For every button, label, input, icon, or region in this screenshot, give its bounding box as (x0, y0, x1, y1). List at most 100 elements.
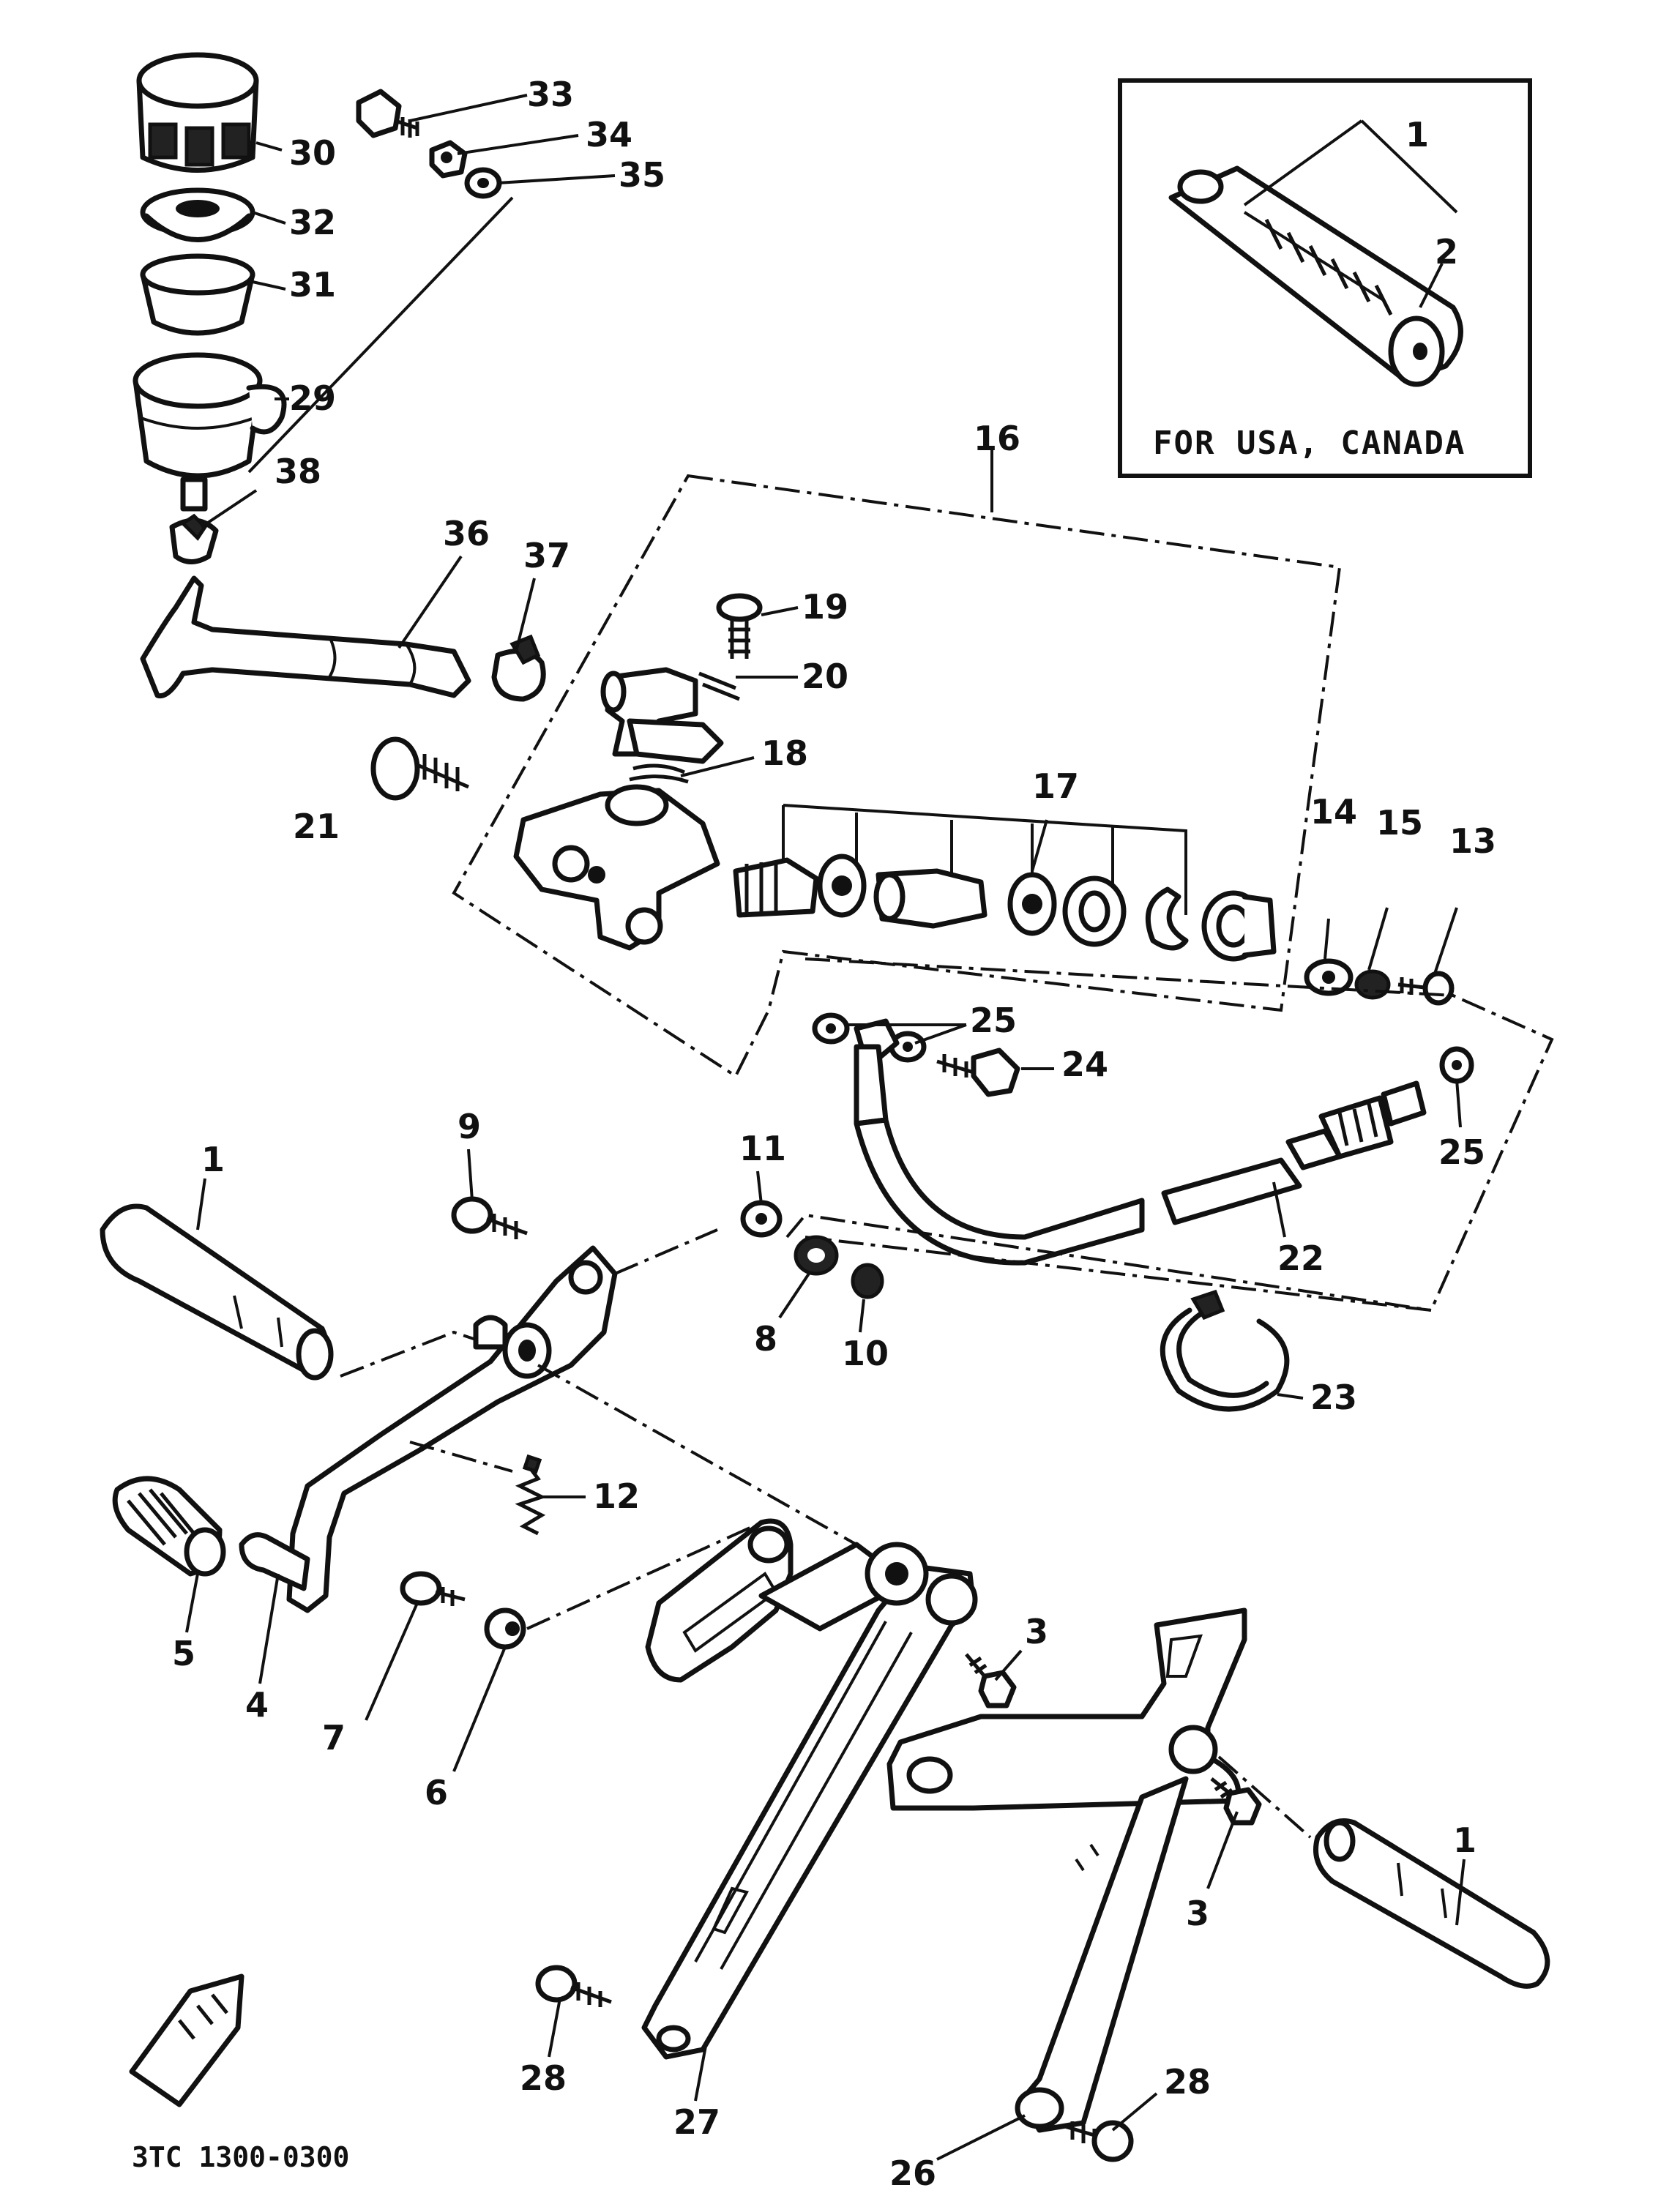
bolt-9 (451, 1196, 528, 1239)
callout-25-right: 25 (1438, 1132, 1485, 1172)
callout-1-right: 1 (1453, 1820, 1476, 1860)
callout-30: 30 (289, 133, 336, 173)
reservoir-cap (136, 52, 259, 173)
leader-bracket-a (340, 1330, 477, 1378)
leader-collar-frame (785, 1213, 1432, 1312)
dust-boot-14 (1304, 958, 1354, 996)
spring-12 (515, 1454, 547, 1536)
callout-35: 35 (619, 155, 665, 195)
callout-28-left: 28 (520, 2058, 567, 2098)
callout-9: 9 (458, 1107, 481, 1146)
screw-19 (716, 593, 763, 659)
callout-4: 4 (245, 1685, 269, 1725)
callout-22: 22 (1277, 1239, 1324, 1278)
callout-15: 15 (1376, 803, 1423, 843)
callout-13: 13 (1449, 821, 1496, 861)
callout-27: 27 (673, 2102, 720, 2142)
hose-clip-37 (491, 634, 546, 702)
callout-5: 5 (172, 1634, 195, 1673)
leader-bracket-d (409, 1441, 513, 1473)
diaphragm-plate (140, 187, 255, 242)
union-bolt-24 (936, 1047, 1020, 1097)
bolt-33 (356, 89, 419, 138)
arm-27-rod (641, 1564, 978, 2060)
collar-6 (484, 1607, 526, 1650)
footpeg-left (100, 1203, 334, 1381)
callout-21: 21 (293, 807, 340, 846)
callout-20: 20 (802, 657, 848, 696)
main-bracket (286, 1245, 618, 1613)
callout-18: 18 (761, 733, 808, 773)
callout-19: 19 (802, 587, 848, 627)
fwd-arrow-icon (129, 1973, 244, 2107)
callout-28-right: 28 (1164, 2062, 1211, 2102)
diagram-code: 3TC 1300-0300 (132, 2141, 349, 2173)
leader-bracket-c (537, 1364, 857, 1546)
nut-34 (429, 140, 468, 179)
bolt-28-right (1064, 2120, 1134, 2162)
reservoir-tank (132, 352, 287, 512)
callout-10: 10 (842, 1334, 889, 1373)
master-cylinder-body (513, 784, 720, 951)
reservoir-hose (140, 575, 471, 699)
callout-11: 11 (739, 1129, 786, 1168)
callout-33: 33 (527, 75, 574, 114)
assembly-16-outline (452, 474, 1342, 1078)
inset-footpeg-drawing (1168, 165, 1463, 387)
callout-17: 17 (1032, 766, 1079, 806)
washer-25-right (1439, 1046, 1474, 1084)
callout-31: 31 (289, 265, 336, 305)
o-ring-18 (629, 763, 689, 784)
callout-34: 34 (586, 115, 632, 154)
callout-23: 23 (1310, 1378, 1357, 1417)
banjo-fitting (854, 1018, 900, 1127)
callout-3-upper: 3 (1025, 1612, 1048, 1651)
pivot-bushing (865, 1542, 929, 1606)
grip-5 (112, 1476, 226, 1577)
leader-hose-frame (804, 957, 1554, 1312)
callout-37: 37 (523, 536, 570, 575)
bolt-21 (370, 736, 469, 801)
brake-hose-22 (854, 1080, 1427, 1266)
leader-lines (185, 94, 1466, 2161)
washer-25-left (812, 1012, 850, 1045)
callout-29: 29 (289, 378, 336, 418)
callout-25-top: 25 (970, 1001, 1017, 1040)
callout-24: 24 (1061, 1045, 1108, 1084)
callout-7: 7 (322, 1718, 346, 1758)
spacer-11 (740, 1200, 783, 1238)
leader-right-peg (1217, 1755, 1312, 1839)
hose-connector-fitting (600, 667, 724, 764)
inset-label-2: 2 (1435, 232, 1458, 272)
inset-box: 1 2 FOR USA, CANADA (1118, 78, 1532, 478)
bolt-3-upper (965, 1653, 1017, 1708)
inset-grip-ribs (1264, 218, 1393, 316)
diaphragm (140, 253, 255, 336)
callout-8: 8 (754, 1319, 777, 1359)
callout-36: 36 (443, 514, 490, 553)
callout-12: 12 (593, 1476, 640, 1516)
washer-20 (698, 671, 740, 701)
callout-6: 6 (425, 1773, 448, 1812)
callout-38: 38 (275, 452, 321, 491)
bolt-13 (1397, 971, 1455, 1006)
nut-10 (851, 1263, 884, 1299)
callout-32: 32 (289, 203, 336, 242)
callout-labels: 30 32 31 29 38 33 34 35 36 37 19 20 18 2… (172, 75, 1496, 2193)
footpeg-right (1313, 1818, 1550, 1989)
inset-label-1: 1 (1405, 115, 1429, 154)
hose-clamp-small (169, 513, 219, 564)
callout-3-lower: 3 (1186, 1894, 1209, 1933)
piston-kit-17 (733, 804, 1277, 962)
bracket-26 (886, 1607, 1247, 2133)
leader-bracket-b (614, 1228, 718, 1275)
bolt-7 (400, 1571, 466, 1606)
inset-title: FOR USA, CANADA (1153, 425, 1466, 462)
assembly-label-16: 16 (974, 419, 1020, 458)
bolt-3-lower (1210, 1777, 1262, 1826)
callout-26: 26 (889, 2154, 936, 2193)
clip-23 (1160, 1289, 1290, 1412)
nut-15 (1354, 969, 1391, 1000)
callout-1-left: 1 (201, 1140, 225, 1179)
